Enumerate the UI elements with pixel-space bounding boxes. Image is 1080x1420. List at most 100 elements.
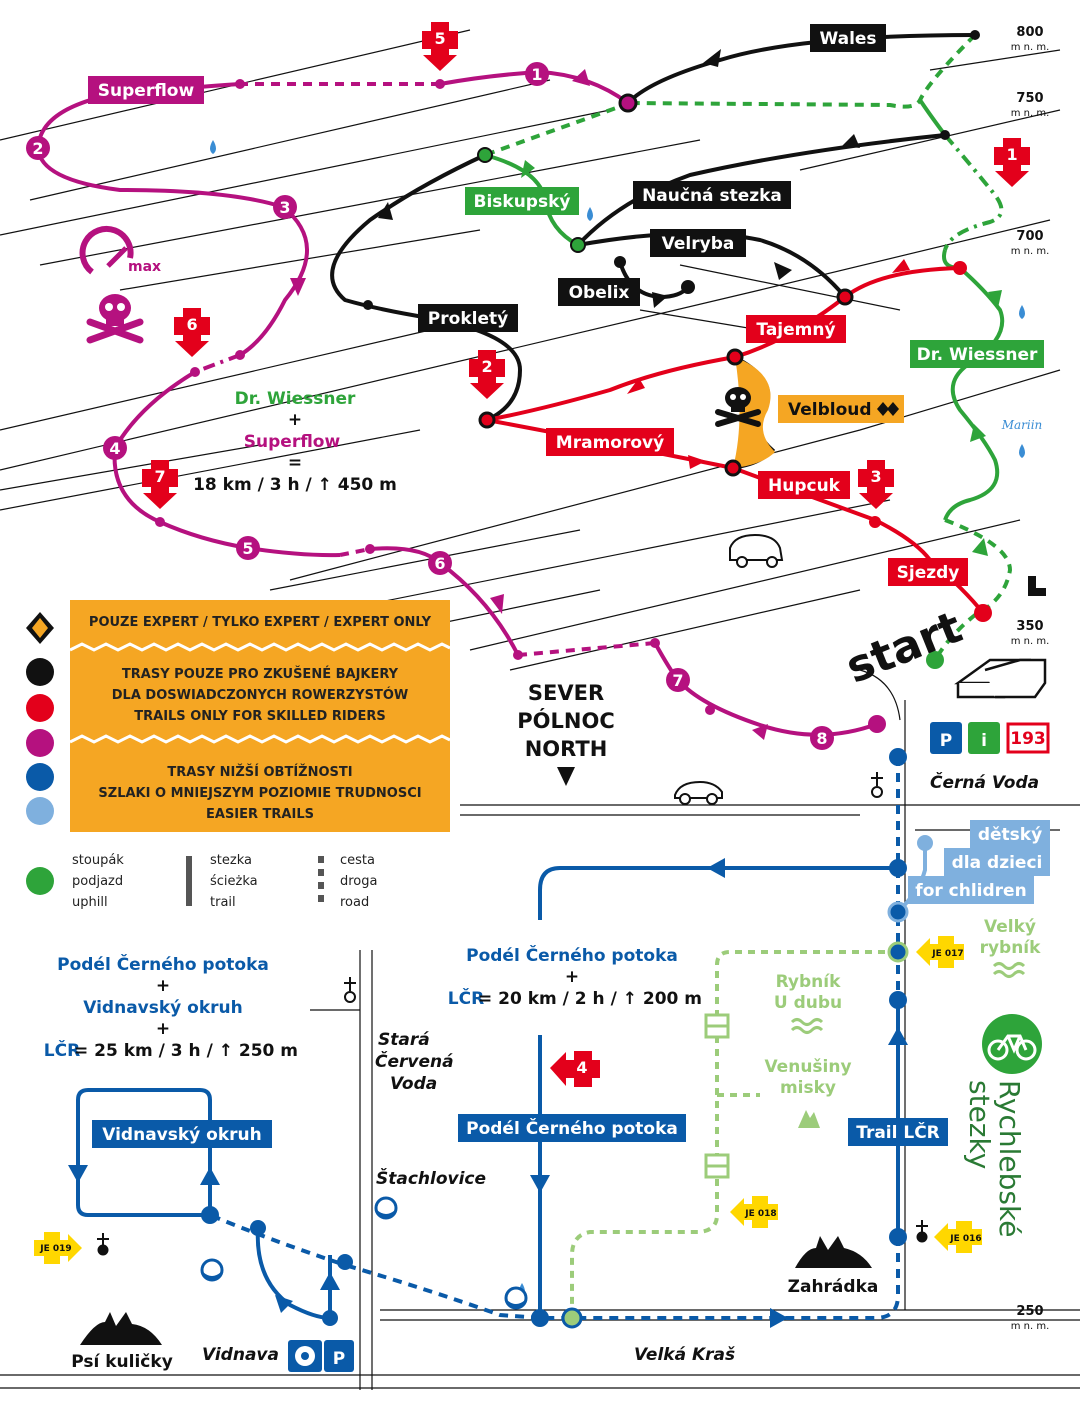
combo2-line1: Podél Černého potoka xyxy=(466,944,678,966)
combo1-stats: 18 km / 3 h / ↑ 450 m xyxy=(193,475,397,495)
north-indicator: SEVER PÓLNOC NORTH xyxy=(517,681,615,786)
label-velryba[interactable]: Velryba xyxy=(650,229,746,257)
combo-dr-wiessner-superflow: Dr. Wiessner + Superflow = 18 km / 3 h /… xyxy=(193,389,397,495)
legend-blue-swatch xyxy=(26,763,54,791)
label-trail-lcr[interactable]: Trail LČR xyxy=(848,1118,948,1146)
label-superflow[interactable]: Superflow xyxy=(88,76,204,104)
place-velky-rybnik: rybník xyxy=(980,938,1042,958)
rescue-number: 1 xyxy=(1006,145,1017,164)
place-zahradka: Zahrádka xyxy=(788,1277,879,1297)
north-l1: SEVER xyxy=(528,681,604,705)
rescue-point-2[interactable]: 2 xyxy=(469,350,505,399)
parking-icon[interactable]: P xyxy=(930,722,962,754)
label-obelix[interactable]: Obelix xyxy=(558,278,640,306)
place-rybnik-u-dubu: U dubu xyxy=(774,993,842,1013)
label-biskupsky-text: Biskupský xyxy=(474,192,571,212)
rescue-point-6[interactable]: 6 xyxy=(174,308,210,357)
car-icon xyxy=(729,533,784,568)
label-vidnavsky-okruh[interactable]: Vidnavský okruh xyxy=(92,1120,272,1148)
rescue-number: 5 xyxy=(434,29,445,48)
kids-trail-label[interactable]: dětský dla dzieci for chlidren xyxy=(908,820,1050,904)
je-017[interactable]: JE 017 xyxy=(916,936,964,968)
rescue-number: 7 xyxy=(154,467,165,486)
legend-skilled-1: TRASY POUZE PRO ZKUŠENÉ BAJKERY xyxy=(122,666,399,682)
waypoint-3: 3 xyxy=(279,198,290,217)
north-l3: NORTH xyxy=(525,737,608,761)
rychlebske-stezky-logo: Rychlebské stezky xyxy=(963,1014,1042,1237)
car-icon xyxy=(674,780,723,805)
label-sjezdy[interactable]: Sjezdy xyxy=(888,558,968,586)
je-019[interactable]: JE 019 xyxy=(34,1232,82,1264)
rescue-point-1[interactable]: 1 xyxy=(994,138,1030,187)
speedometer-icon: max xyxy=(79,225,161,275)
pool-icon xyxy=(504,1286,528,1310)
place-venusiny-misky: misky xyxy=(780,1078,836,1098)
label-naucna-stezka[interactable]: Naučná stezka xyxy=(633,181,791,209)
combo2-line2: LČR xyxy=(448,987,484,1009)
water-drop-icon xyxy=(1019,444,1025,458)
label-sjezdy-text: Sjezdy xyxy=(897,563,960,583)
rescue-point-7[interactable]: 7 xyxy=(142,460,178,509)
label-velbloud-text: Velbloud xyxy=(788,400,872,420)
rescue-point-4[interactable]: 4 xyxy=(550,1051,600,1087)
elevation-750: 750 xyxy=(1016,91,1043,106)
place-cerna-voda: Černá Voda xyxy=(930,771,1039,793)
waypoint-8: 8 xyxy=(816,729,827,748)
church-icon xyxy=(97,1233,109,1256)
label-tajemny[interactable]: Tajemný xyxy=(746,315,846,343)
label-podel-cerneho-potoka[interactable]: Podél Černého potoka xyxy=(458,1114,686,1142)
label-wales[interactable]: Wales xyxy=(810,24,886,52)
label-naucna-stezka-text: Naučná stezka xyxy=(642,186,782,206)
parking-letter: P xyxy=(333,1349,345,1369)
waypoint-7: 7 xyxy=(672,671,683,690)
place-stara-cervena-voda: Stará xyxy=(378,1030,430,1050)
legend-red-swatch xyxy=(26,694,54,722)
combo-podel-lcr: Podél Černého potoka + LČR = 20 km / 2 h… xyxy=(448,944,702,1009)
north-arrow-icon xyxy=(557,767,575,786)
combo1-plus: + xyxy=(288,410,302,430)
place-venusiny-misky: Venušiny xyxy=(764,1057,851,1077)
legend-easy-1: TRASY NIŽŠÍ OBTÍŽNOSTI xyxy=(167,764,352,780)
place-names: Černá Voda Stará Červená Voda Štachlovic… xyxy=(71,771,1041,1372)
label-velbloud[interactable]: Velbloud xyxy=(778,395,904,423)
place-rybnik-u-dubu: Rybník xyxy=(776,972,842,992)
place-psi-kulicky: Psí kuličky xyxy=(71,1352,173,1372)
info-icon[interactable]: i xyxy=(968,722,1000,754)
legend-skilled-2: DLA DOSWIADCZONYCH ROWERZYSTÓW xyxy=(112,687,408,703)
label-proklety[interactable]: Prokletý xyxy=(418,304,518,332)
je-018-text: JE 018 xyxy=(744,1209,776,1219)
label-hupcuk[interactable]: Hupcuk xyxy=(758,471,850,499)
label-tajemny-text: Tajemný xyxy=(756,320,835,340)
bus-stop-icon[interactable]: 193 xyxy=(1006,722,1050,754)
rescue-point-3[interactable]: 3 xyxy=(858,460,894,509)
label-biskupsky[interactable]: Biskupský xyxy=(465,187,579,215)
elevation-markers: 800 m n. m. 750 m n. m. 700 m n. m. 350 … xyxy=(1011,25,1050,1332)
parking-letter: P xyxy=(940,731,952,751)
building-icon xyxy=(954,658,1047,699)
combo2-plus: + xyxy=(565,967,579,987)
bus-number: 193 xyxy=(1010,729,1046,749)
legend-road-2: droga xyxy=(340,874,377,889)
label-dr-wiessner[interactable]: Dr. Wiessner xyxy=(910,340,1044,368)
parking-icon-vidnava[interactable] xyxy=(324,1340,354,1372)
legend-trail-2: ścieżka xyxy=(210,874,258,889)
combo3-line1: Podél Černého potoka xyxy=(57,953,269,975)
mountain-icon-zahradka xyxy=(795,1236,872,1268)
rescue-number: 4 xyxy=(576,1058,587,1077)
je-018[interactable]: JE 018 xyxy=(730,1196,778,1228)
pool-icon xyxy=(200,1258,224,1282)
legend-easy-3: EASIER TRAILS xyxy=(206,807,314,822)
brand-line2: stezky xyxy=(963,1080,996,1169)
legend-trail-3: trail xyxy=(210,895,236,910)
rescue-point-5[interactable]: 5 xyxy=(422,22,458,71)
skull-icon-velbloud xyxy=(715,387,761,427)
label-superflow-text: Superflow xyxy=(98,81,195,101)
water-drop-icon xyxy=(587,207,593,221)
elevation-unit: m n. m. xyxy=(1011,42,1050,53)
label-mramorovy[interactable]: Mramorový xyxy=(546,428,674,456)
church-icon xyxy=(871,772,883,798)
waypoint-4: 4 xyxy=(109,439,120,458)
je-016[interactable]: JE 016 xyxy=(934,1221,982,1253)
blue-trails xyxy=(76,757,900,1321)
stairs-icon xyxy=(1028,576,1046,596)
